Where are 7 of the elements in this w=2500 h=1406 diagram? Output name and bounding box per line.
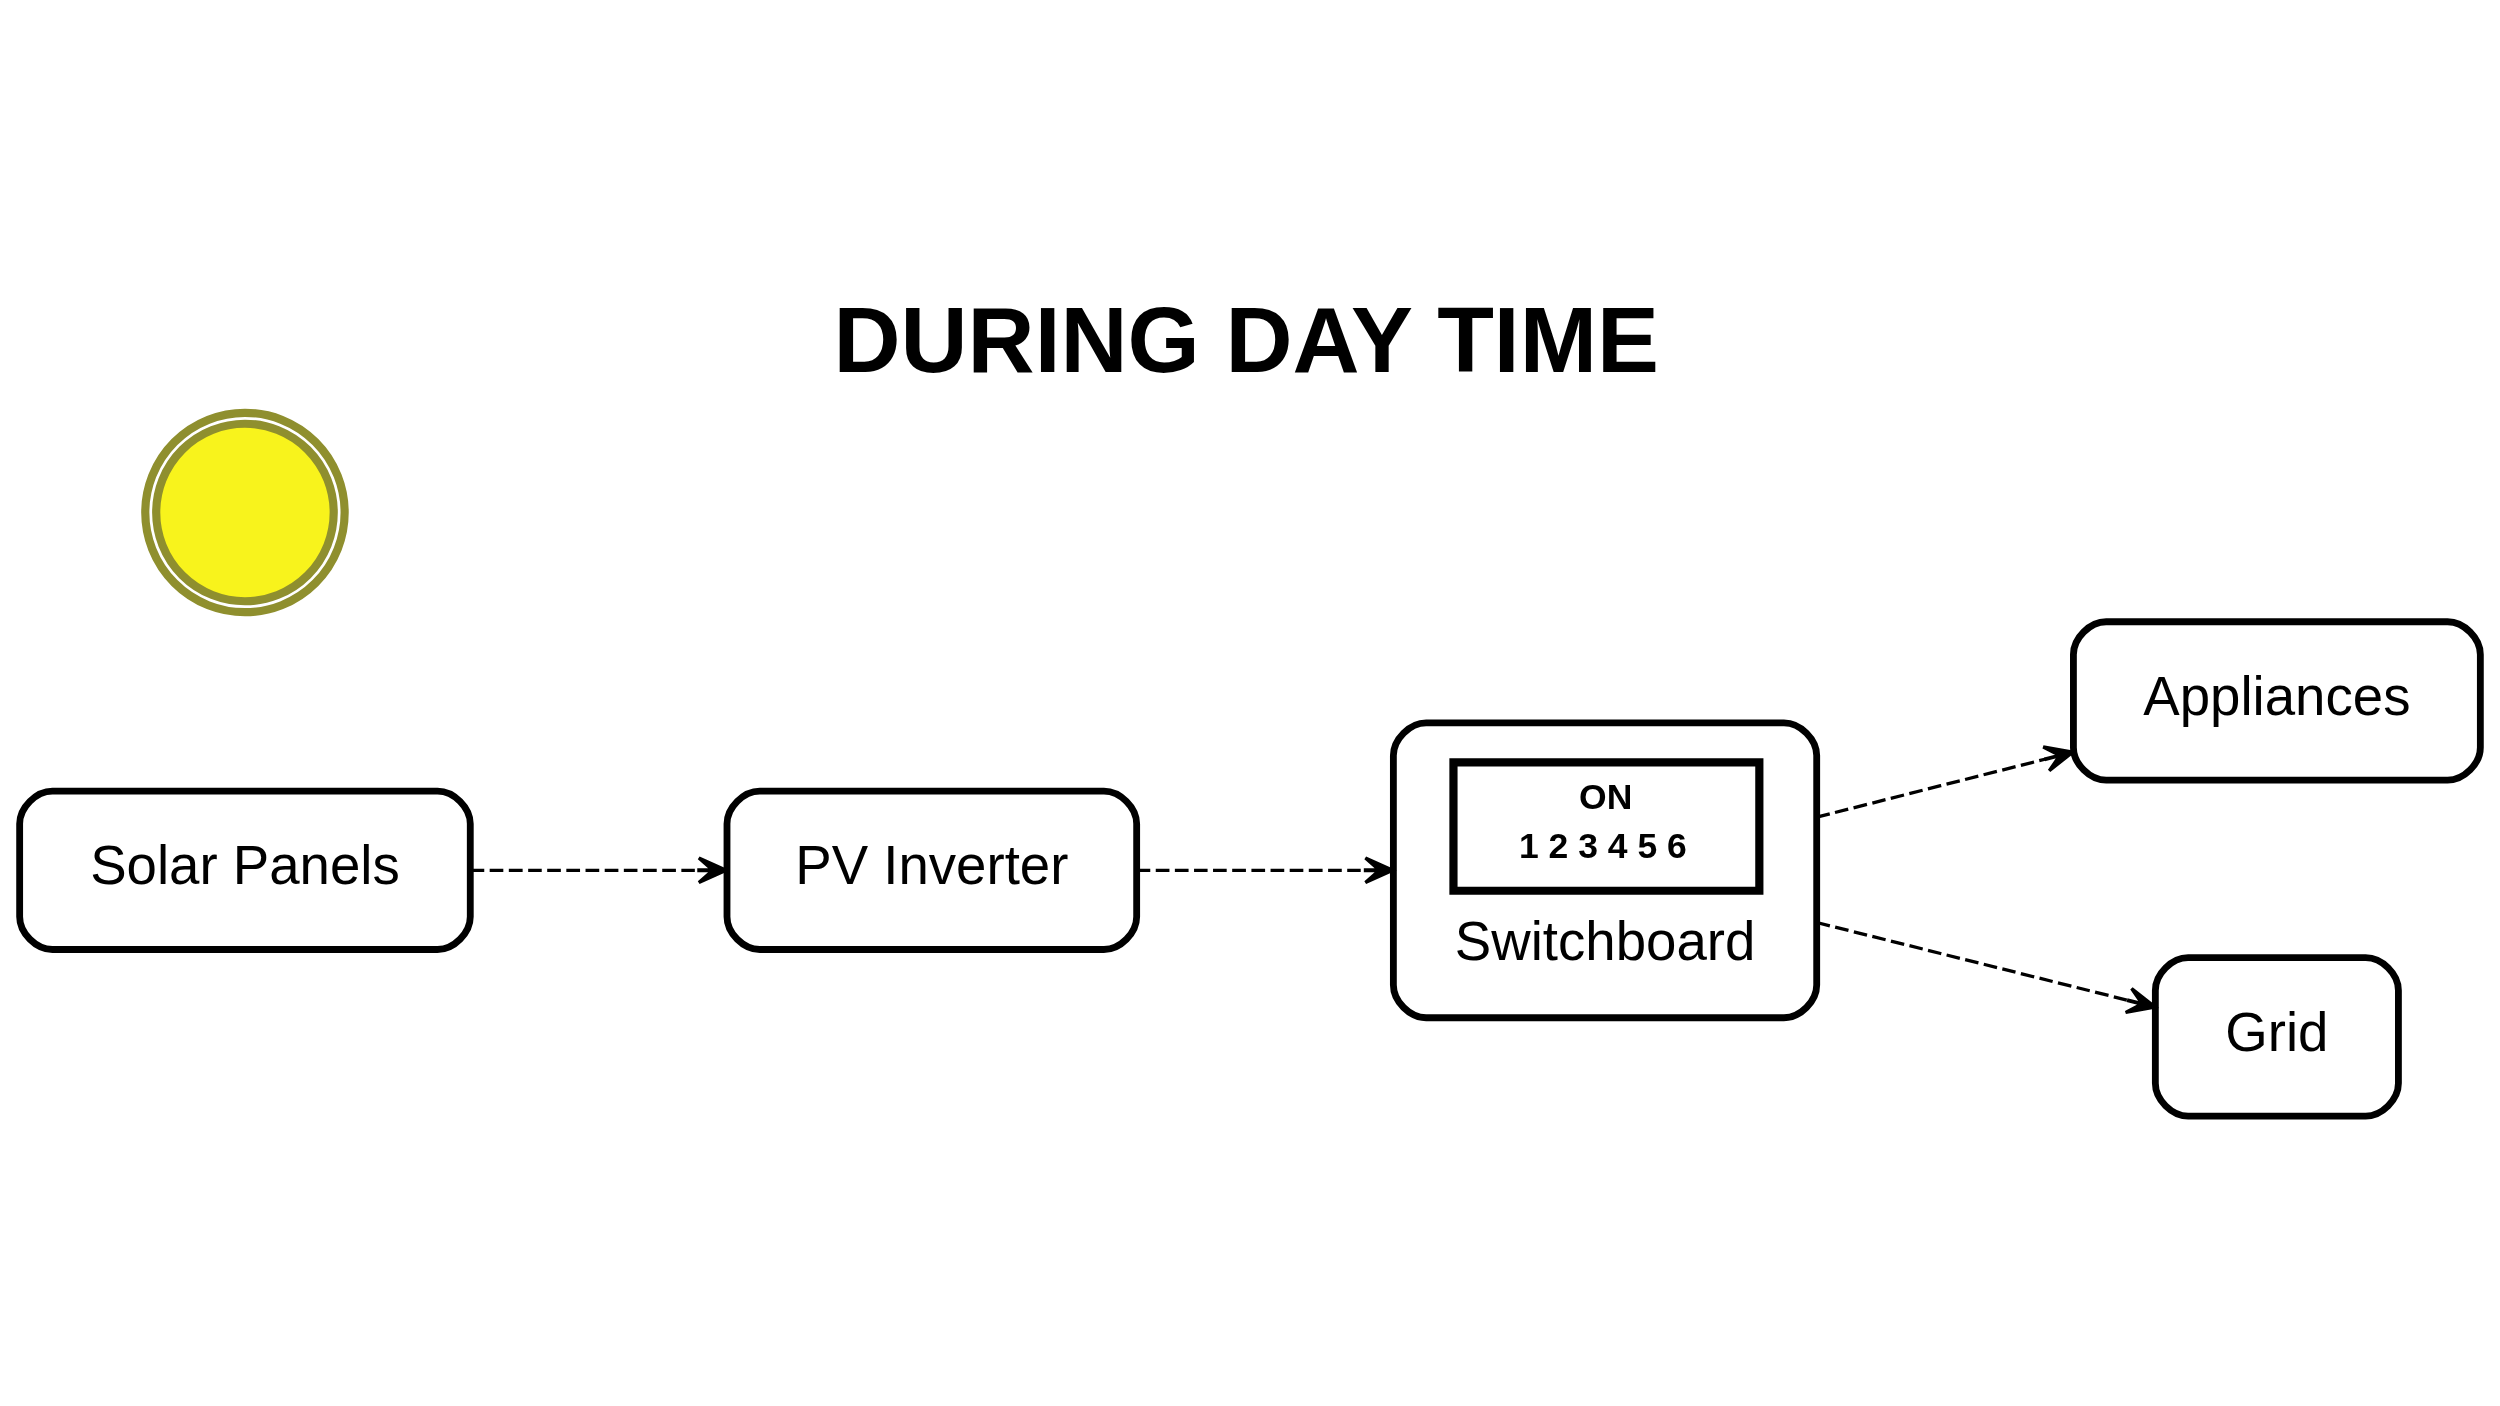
node-picture (141, 408, 349, 617)
node-box: Grid (2151, 954, 2402, 1120)
node-box: Solar Panels (16, 787, 474, 953)
node-box: Appliances (2070, 618, 2484, 784)
node-box: PV Inverter (723, 787, 1141, 953)
node-box: ON 1 2 3 4 5 6 Switchboard (1389, 719, 1821, 1022)
diagram-title: DURING DAY TIME (833, 288, 1659, 393)
